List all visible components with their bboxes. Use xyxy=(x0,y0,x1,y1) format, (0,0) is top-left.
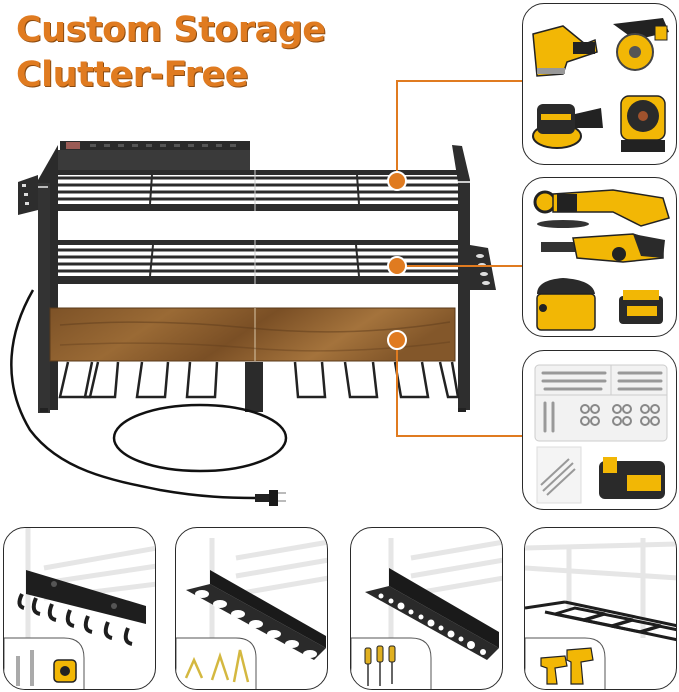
callout-dot-middle-shelf xyxy=(387,256,407,276)
right-panel-2-large-tools xyxy=(522,177,677,337)
accessory-panel-hook-rack xyxy=(3,527,156,690)
connector-bottom-vertical xyxy=(396,340,398,436)
callout-dot-wood-shelf xyxy=(387,330,407,350)
hardware-kit-box-icon xyxy=(534,364,668,442)
orbital-sander-icon xyxy=(532,104,603,149)
jobsite-fan-icon xyxy=(620,95,666,152)
reciprocating-saw-icon xyxy=(541,233,665,263)
battery-pack-icon xyxy=(619,290,663,324)
right-panel-3-hardware xyxy=(522,350,677,510)
top-wire-shelf xyxy=(50,170,460,211)
power-strip xyxy=(58,141,250,172)
screwdriver-icon xyxy=(364,645,396,686)
power-plug-icon xyxy=(255,490,286,506)
hook-rack-icon xyxy=(17,570,146,646)
connector-top-vertical xyxy=(396,80,398,180)
connector-middle-horizontal xyxy=(396,265,523,267)
hero-shelf-image xyxy=(0,130,520,520)
drill-hanger-slots xyxy=(58,361,460,399)
accessory-panel-drill-hanger xyxy=(524,527,677,690)
cordless-drill-icon xyxy=(540,647,594,685)
connector-bottom-horizontal xyxy=(396,435,523,437)
side-hole-rack-left xyxy=(18,175,38,215)
connector-top-horizontal xyxy=(396,80,523,82)
drill-hanger-rack-icon xyxy=(525,600,676,642)
circular-saw-icon xyxy=(613,18,669,71)
plier-hole-rack-icon xyxy=(186,570,326,660)
pliers-icon xyxy=(184,649,250,683)
bottom-wood-shelf xyxy=(49,307,456,362)
side-hole-rack-right xyxy=(470,245,496,290)
accessory-panel-plier-rack xyxy=(175,527,328,690)
callout-dot-top-shelf xyxy=(387,171,407,191)
tape-measure-icon xyxy=(53,659,77,683)
accessory-panel-screwdriver-rack xyxy=(350,527,503,690)
power-cord xyxy=(10,289,288,500)
angle-grinder-icon xyxy=(533,189,670,228)
screwdriver-hole-rack-icon xyxy=(365,568,499,660)
headline-line-1: Custom Storage xyxy=(16,10,326,50)
jigsaw-icon xyxy=(532,25,598,77)
battery-pack-icon xyxy=(599,457,665,499)
wall-anchor-bag-icon xyxy=(536,446,582,504)
right-panel-1-power-tools xyxy=(522,3,677,165)
wrench-icon xyxy=(16,650,34,686)
wet-dry-vacuum-icon xyxy=(536,278,596,331)
headline-line-2: Clutter-Free xyxy=(16,55,249,95)
